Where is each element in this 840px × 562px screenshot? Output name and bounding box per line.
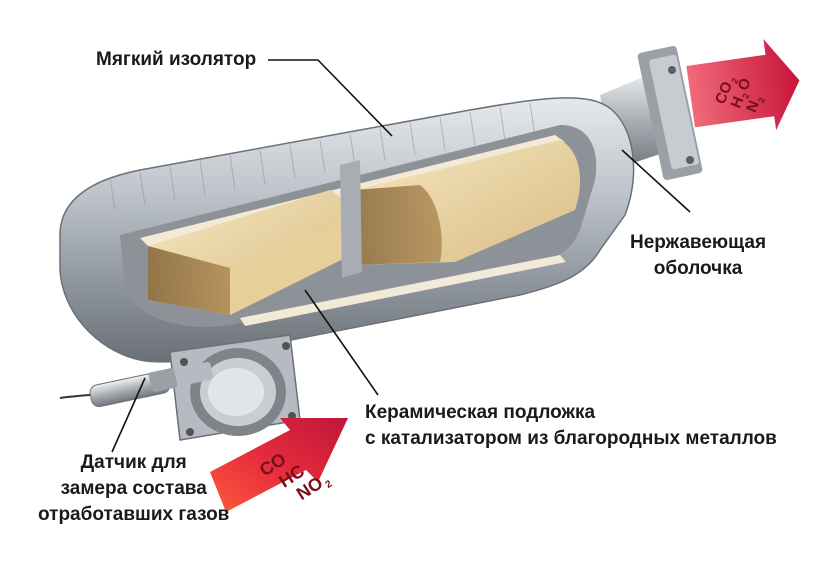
label-ceramic-substrate: Керамическая подложка с катализатором из…	[365, 400, 777, 452]
inlet-gas-arrow	[210, 418, 348, 512]
label-gas-sensor-line2: замера состава	[60, 478, 207, 499]
label-ceramic-line2: с катализатором из благородных металлов	[365, 428, 777, 449]
inlet-no-sub: 2	[324, 478, 335, 490]
label-gas-sensor-line1: Датчик для	[80, 452, 187, 473]
outlet-gas-arrow	[686, 38, 800, 131]
leader-sensor	[111, 377, 146, 453]
leader-ceramic	[304, 289, 379, 396]
outlet-co-sub: 2	[729, 77, 740, 85]
label-stainless-shell: Нержавеющая оболочка	[630, 230, 766, 282]
outlet-n-sub: 2	[756, 96, 767, 104]
inlet-flange	[169, 334, 301, 441]
label-gas-sensor: Датчик для замера состава отработавших г…	[38, 450, 229, 528]
label-ceramic-line1: Керамическая подложка	[365, 402, 596, 423]
leader-shell	[621, 149, 691, 213]
label-soft-insulator: Мягкий изолятор	[96, 49, 257, 70]
label-stainless-shell-line2: оболочка	[653, 258, 743, 279]
label-stainless-shell-line1: Нержавеющая	[630, 232, 767, 253]
label-gas-sensor-line3: отработавших газов	[38, 504, 230, 525]
leader-lines	[111, 59, 691, 453]
leader-insulator	[268, 59, 393, 137]
outlet-h-sub: 2	[740, 92, 751, 100]
gas-sensor	[59, 362, 214, 408]
outlet-gas-formula: CO 2 H 2 O N 2	[712, 75, 767, 114]
ceramic-substrate	[148, 140, 580, 315]
